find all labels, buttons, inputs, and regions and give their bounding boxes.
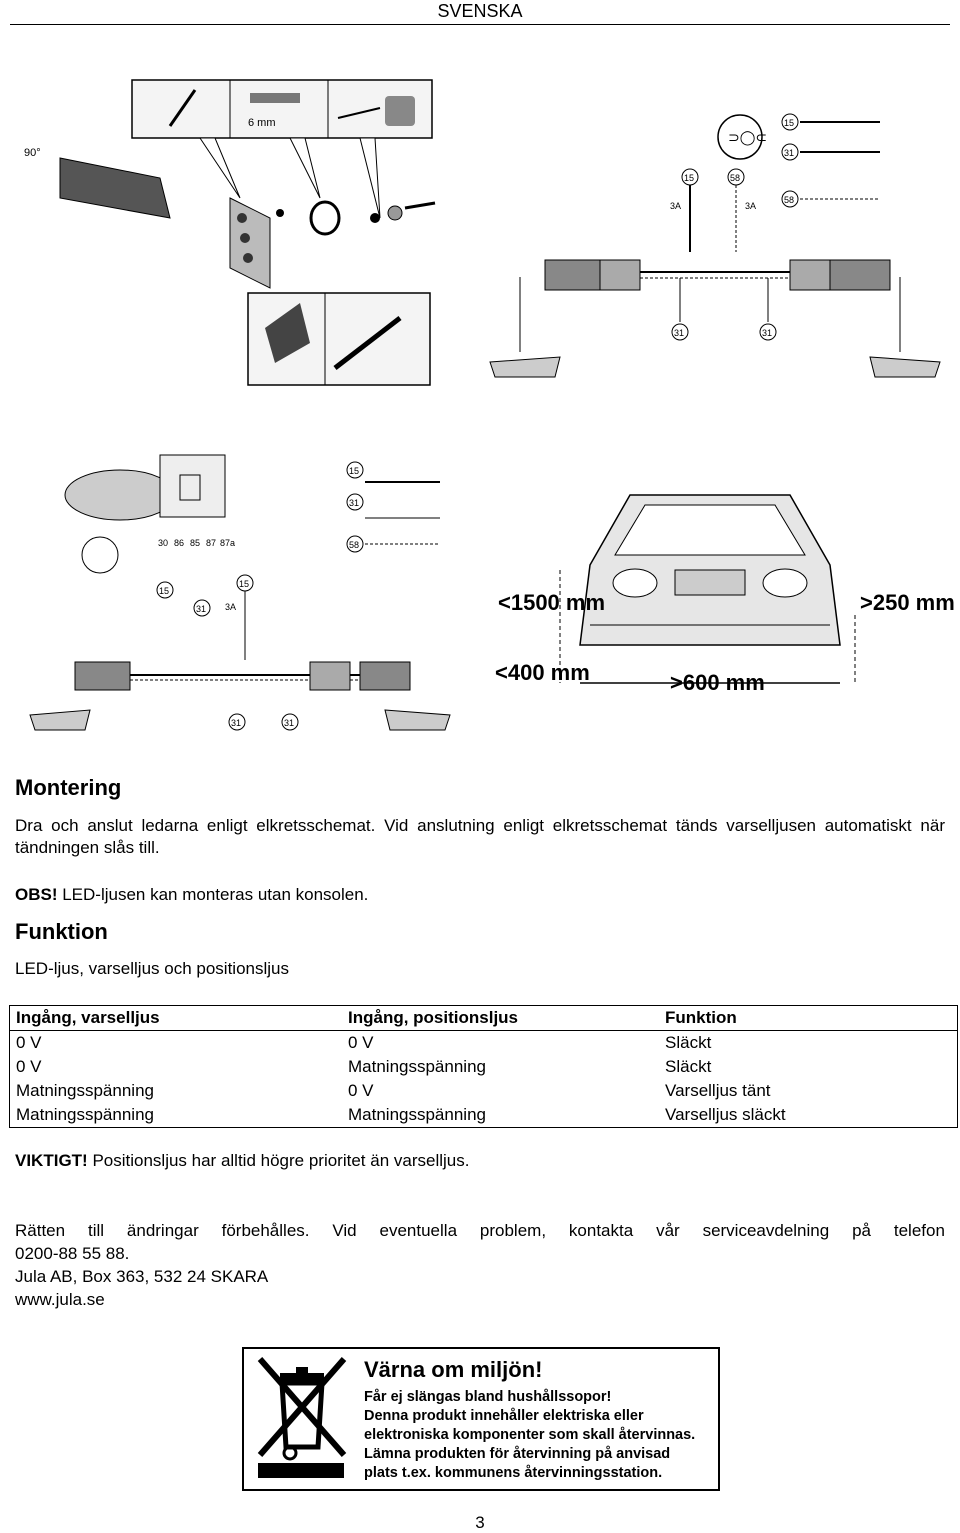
environment-line: Denna produkt innehåller elektriska elle… bbox=[364, 1408, 644, 1424]
table-header-cell: Funktion bbox=[659, 1005, 958, 1031]
table-cell: 0 V bbox=[348, 1081, 374, 1100]
function-table: Ingång, varselljus Ingång, positionsljus… bbox=[9, 1005, 958, 1128]
important-note: VIKTIGT! Positionsljus har alltid högre … bbox=[15, 1150, 469, 1172]
table-cell: Släckt bbox=[665, 1057, 712, 1076]
environment-line: Får ej slängas bland hushållssopor! bbox=[364, 1389, 612, 1405]
company-address: Jula AB, Box 363, 532 24 SKARA bbox=[15, 1267, 269, 1286]
svg-text:⊃◯⊂: ⊃◯⊂ bbox=[728, 130, 767, 146]
svg-text:3A: 3A bbox=[225, 602, 236, 612]
svg-text:31: 31 bbox=[674, 328, 684, 338]
svg-text:15: 15 bbox=[159, 586, 169, 596]
website-link[interactable]: www.jula.se bbox=[15, 1290, 105, 1309]
spacing-min-label: >600 mm bbox=[670, 670, 765, 695]
word: Vid bbox=[332, 1221, 357, 1240]
height-max-label: <1500 mm bbox=[498, 590, 605, 615]
table-cell: Matningsspänning bbox=[348, 1057, 486, 1076]
word: problem, bbox=[479, 1221, 547, 1240]
svg-text:15: 15 bbox=[784, 118, 794, 128]
word: kontakta bbox=[568, 1221, 634, 1240]
word: eventuella bbox=[379, 1221, 458, 1240]
table-cell: 0 V bbox=[348, 1033, 374, 1052]
svg-text:85: 85 bbox=[190, 538, 200, 548]
environment-notice: Värna om miljön! Får ej slängas bland hu… bbox=[242, 1347, 720, 1491]
wiring-diagram-top: ⊃◯⊂ 15 31 58 15 58 3A 3A 31 31 bbox=[460, 112, 950, 402]
svg-text:86: 86 bbox=[174, 538, 184, 548]
table-cell: 0 V bbox=[16, 1057, 42, 1076]
word: telefon bbox=[893, 1221, 945, 1240]
svg-text:31: 31 bbox=[784, 148, 794, 158]
obs-text: LED-ljusen kan monteras utan konsolen. bbox=[57, 885, 369, 904]
svg-text:58: 58 bbox=[784, 195, 794, 205]
word: Rätten bbox=[15, 1221, 66, 1240]
word: ändringar bbox=[126, 1221, 199, 1240]
obs-label: OBS! bbox=[15, 885, 58, 904]
table-cell: Matningsspänning bbox=[348, 1105, 486, 1124]
relay-wiring-diagram: 30 86 85 87 87a 15 31 58 15 31 15 3A 31 … bbox=[20, 450, 451, 740]
mounting-diagram: 6 mm 90° bbox=[20, 78, 440, 388]
drill-size-label: 6 mm bbox=[248, 117, 276, 129]
important-label: VIKTIGT! bbox=[15, 1151, 88, 1170]
edge-min-label: >250 mm bbox=[860, 590, 955, 615]
height-min-label: <400 mm bbox=[495, 660, 590, 685]
environment-line: elektroniska komponenter som skall återv… bbox=[364, 1427, 696, 1443]
svg-text:87: 87 bbox=[206, 538, 216, 548]
word: på bbox=[852, 1221, 871, 1240]
svg-text:31: 31 bbox=[284, 718, 294, 728]
table-cell: Matningsspänning bbox=[16, 1081, 154, 1100]
table-cell: Varselljus tänt bbox=[665, 1081, 771, 1100]
svg-text:30: 30 bbox=[158, 538, 168, 548]
svg-text:3A: 3A bbox=[745, 201, 756, 211]
table-row: Matningsspänning Matningsspänning Varsel… bbox=[10, 1103, 958, 1128]
svg-text:58: 58 bbox=[349, 540, 359, 550]
header-rule bbox=[10, 24, 950, 25]
car-dimension-diagram: <1500 mm <400 mm >250 mm >600 mm bbox=[490, 455, 955, 705]
crossed-bin-icon bbox=[257, 1357, 347, 1478]
page-header-title: SVENSKA bbox=[437, 1, 523, 21]
environment-line: plats t.ex. kommunens återvinningsstatio… bbox=[364, 1465, 663, 1481]
word: vår bbox=[656, 1221, 680, 1240]
montering-paragraph: Dra och anslut ledarna enligt elkretssch… bbox=[15, 816, 945, 857]
table-row: Matningsspänning 0 V Varselljus tänt bbox=[10, 1079, 958, 1103]
table-cell: Matningsspänning bbox=[16, 1105, 154, 1124]
angle-label: 90° bbox=[24, 147, 41, 159]
svg-text:15: 15 bbox=[239, 579, 249, 589]
funktion-subtitle: LED-ljus, varselljus och positionsljus bbox=[15, 959, 290, 978]
svg-text:3A: 3A bbox=[670, 201, 681, 211]
table-row: 0 V 0 V Släckt bbox=[10, 1031, 958, 1056]
svg-text:31: 31 bbox=[231, 718, 241, 728]
word: förbehålles. bbox=[221, 1221, 310, 1240]
table-header-cell: Ingång, varselljus bbox=[9, 1005, 342, 1031]
environment-title: Värna om miljön! bbox=[364, 1357, 543, 1382]
table-header-cell: Ingång, positionsljus bbox=[342, 1005, 659, 1031]
section-title-funktion: Funktion bbox=[15, 919, 108, 944]
rights-reserved-line: Rätten till ändringar förbehålles. Vid e… bbox=[15, 1220, 945, 1242]
obs-note: OBS! LED-ljusen kan monteras utan konsol… bbox=[15, 884, 368, 906]
table-row: 0 V Matningsspänning Släckt bbox=[10, 1055, 958, 1079]
table-cell: Släckt bbox=[665, 1033, 712, 1052]
svg-text:31: 31 bbox=[349, 498, 359, 508]
svg-text:31: 31 bbox=[762, 328, 772, 338]
table-header-row: Ingång, varselljus Ingång, positionsljus… bbox=[9, 1005, 958, 1031]
svg-text:87a: 87a bbox=[220, 538, 235, 548]
table-cell: Varselljus släckt bbox=[665, 1105, 786, 1124]
svg-text:15: 15 bbox=[349, 466, 359, 476]
word: till bbox=[87, 1221, 105, 1240]
table-cell: 0 V bbox=[16, 1033, 42, 1052]
svg-text:31: 31 bbox=[196, 604, 206, 614]
page-number: 3 bbox=[475, 1513, 485, 1532]
svg-text:58: 58 bbox=[730, 173, 740, 183]
phone-number: 0200-88 55 88. bbox=[15, 1244, 130, 1263]
section-title-montering: Montering bbox=[15, 775, 122, 800]
svg-text:15: 15 bbox=[684, 173, 694, 183]
environment-line: Lämna produkten för återvinning på anvis… bbox=[364, 1446, 671, 1462]
word: serviceavdelning bbox=[702, 1221, 830, 1240]
important-text: Positionsljus har alltid högre prioritet… bbox=[87, 1151, 470, 1170]
